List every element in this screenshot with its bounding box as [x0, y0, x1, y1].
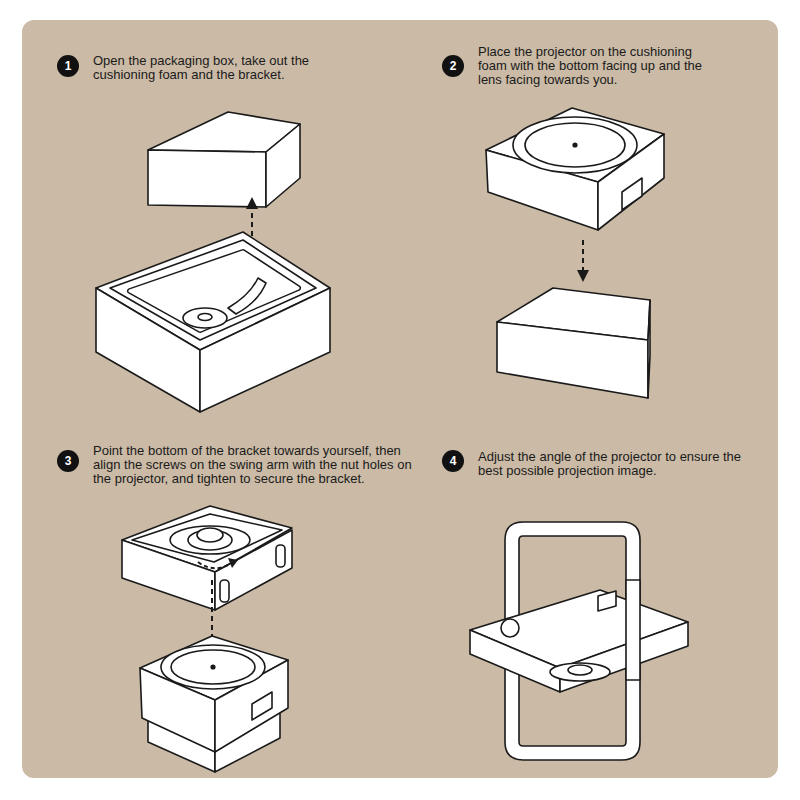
packaging-box — [110, 240, 316, 340]
projector — [513, 117, 637, 173]
step-number-badge: 1 — [57, 55, 79, 77]
projector — [140, 636, 288, 772]
packaging-box — [130, 252, 298, 330]
packaging-box — [130, 252, 298, 330]
foam-block — [648, 300, 650, 398]
packaging-box — [198, 314, 212, 321]
step-number-badge: 3 — [57, 450, 79, 472]
projector-on-stand — [470, 630, 560, 692]
projector-on-stand — [568, 665, 592, 675]
packaging-box — [183, 308, 227, 328]
bracket — [220, 580, 229, 602]
bracket — [276, 545, 285, 567]
step-number: 1 — [65, 60, 72, 72]
packaging-box — [96, 232, 330, 412]
projector — [171, 650, 255, 684]
rotate-arrow — [198, 558, 238, 568]
instruction-text: Adjust the angle of the projector to ens… — [478, 450, 758, 478]
lower-arrow — [577, 270, 589, 282]
step-number-badge: 2 — [442, 55, 464, 77]
packaging-box — [228, 278, 266, 314]
instruction-text: Place the projector on the cushioning fo… — [478, 45, 723, 87]
foam-block — [266, 124, 300, 207]
bracket — [122, 506, 292, 610]
projector — [525, 123, 625, 167]
lower-arrow — [577, 240, 589, 282]
panel-background — [22, 20, 778, 778]
projector-on-stand — [550, 663, 610, 681]
projector — [252, 692, 272, 720]
foam-block — [148, 112, 300, 207]
projector — [161, 645, 265, 689]
lower-arrow — [582, 240, 584, 270]
projector — [622, 178, 642, 210]
step-number: 3 — [65, 455, 72, 467]
foam-block — [497, 322, 648, 398]
projector — [573, 143, 577, 147]
projector-on-stand — [626, 580, 640, 680]
rotate-arrow — [228, 558, 238, 568]
foam-block — [497, 288, 650, 398]
rotate-arrow — [198, 562, 232, 568]
step-number: 2 — [450, 60, 457, 72]
projector — [486, 108, 664, 230]
projector-on-stand — [501, 619, 519, 637]
lift-arrow — [246, 197, 258, 209]
projector — [211, 665, 215, 669]
foam-block — [148, 150, 266, 207]
step-number-badge: 4 — [442, 450, 464, 472]
instruction-text: Open the packaging box, take out the cus… — [93, 54, 343, 82]
instruction-text: Point the bottom of the bracket towards … — [93, 444, 418, 486]
projector-on-stand — [598, 591, 616, 611]
projector-on-stand — [470, 522, 688, 760]
bracket — [197, 528, 223, 542]
bracket — [170, 526, 250, 554]
step-number: 4 — [450, 455, 457, 467]
